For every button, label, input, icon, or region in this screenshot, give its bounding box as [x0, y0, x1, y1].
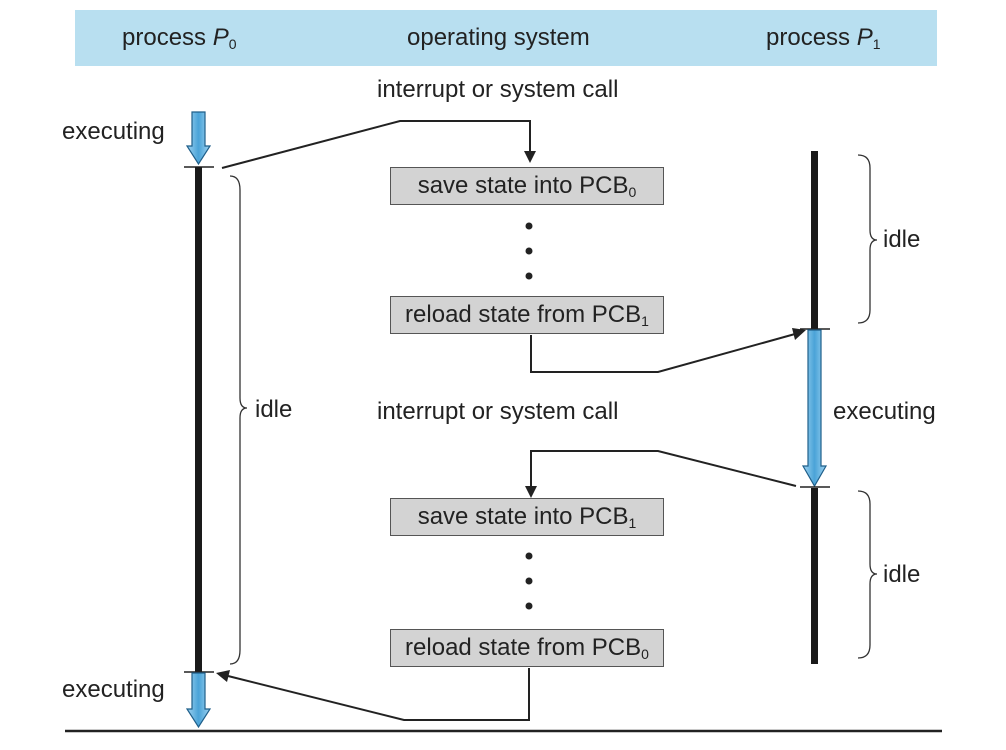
os-step-subscript: 0 — [641, 646, 649, 662]
os-step-subscript: 1 — [628, 515, 637, 531]
label-interrupt-middle: interrupt or system call — [377, 398, 619, 425]
os-step-subscript: 1 — [641, 313, 649, 329]
header-process-p1-label: process — [766, 24, 851, 51]
p1-executing-arrow — [801, 329, 828, 488]
connector-p1-to-os — [530, 450, 797, 487]
connector-os-to-p1-arrowhead — [792, 328, 806, 340]
connector-p0-to-os — [221, 120, 531, 169]
os-step-text: reload state from PCB — [405, 634, 642, 661]
header-process-p0: process P0 — [122, 24, 237, 52]
os-step-save-pcb0: save state into PCB0 — [390, 167, 664, 205]
os-dot — [525, 602, 533, 610]
label-idle-p1-top: idle — [883, 226, 921, 253]
label-interrupt-top: interrupt or system call — [377, 76, 619, 103]
os-step-save-pcb1: save state into PCB1 — [390, 498, 664, 536]
header-process-p0-label: process — [122, 24, 207, 51]
connector-os-to-p1 — [530, 333, 796, 373]
os-step-subscript: 0 — [628, 184, 637, 200]
os-dot — [525, 552, 533, 560]
p1-idle-bar-top — [811, 151, 818, 329]
connector-p0-to-os-arrowhead — [524, 151, 536, 163]
connector-os-to-p0 — [227, 668, 530, 721]
p0-idle-brace — [229, 175, 248, 665]
connector-p1-to-os-arrowhead — [525, 486, 537, 498]
os-step-text: save state into PCB — [417, 503, 629, 530]
header-process-p1: process P1 — [766, 24, 881, 52]
os-dot — [525, 577, 533, 585]
os-step-text: save state into PCB — [417, 172, 629, 199]
connector-os-to-p0-arrowhead — [216, 670, 230, 682]
header-process-p1-name: P — [856, 24, 873, 51]
p1-idle-brace-top — [857, 154, 878, 324]
label-idle-p1-bottom: idle — [883, 561, 921, 588]
p0-idle-bar — [195, 167, 202, 672]
p1-idle-bar-bottom — [811, 488, 818, 664]
header-process-p1-subscript: 1 — [872, 36, 881, 52]
os-step-reload-pcb1: reload state from PCB1 — [390, 296, 664, 334]
header-band — [75, 10, 937, 66]
label-idle-p0: idle — [255, 396, 293, 423]
label-executing-p1: executing — [833, 398, 936, 425]
header-operating-system: operating system — [407, 24, 590, 51]
os-dot — [525, 272, 533, 280]
header-process-p0-name: P — [212, 24, 229, 51]
os-step-text: reload state from PCB — [405, 301, 642, 328]
os-dot — [525, 222, 533, 230]
os-dot — [525, 247, 533, 255]
label-executing-top: executing — [62, 118, 165, 145]
header-process-p0-subscript: 0 — [228, 36, 237, 52]
p0-executing-arrow-top — [185, 111, 212, 166]
p0-executing-arrow-bottom — [185, 672, 212, 729]
p1-idle-brace-bottom — [857, 490, 878, 659]
label-executing-bottom: executing — [62, 676, 165, 703]
os-step-reload-pcb0: reload state from PCB0 — [390, 629, 664, 667]
